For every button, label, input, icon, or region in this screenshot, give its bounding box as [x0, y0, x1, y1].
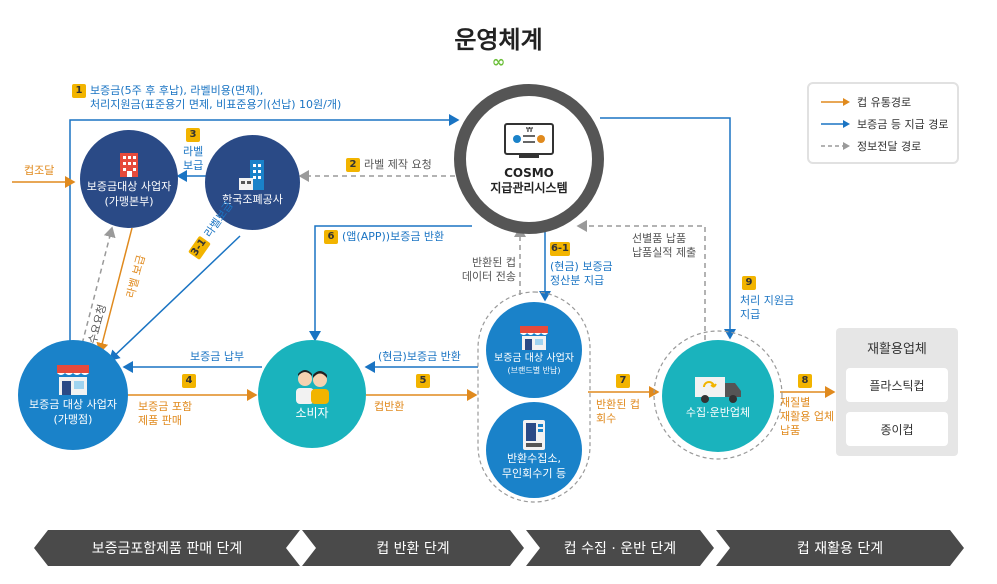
hauler-label: 수집·운반업체 — [685, 405, 751, 419]
hq-label: 보증금대상 사업자 — [86, 180, 172, 193]
step-1-text-line1: 보증금(5주 후 후납), 라벨비용(면제), — [90, 84, 264, 97]
step-6-1-text-line2: 정산분 지급 — [550, 274, 605, 287]
brand-store-node: 보증금 대상 사업자 (브랜드별 반납) — [486, 302, 582, 398]
brand-store-label: 보증금 대상 사업자 — [494, 353, 574, 364]
step-2-badge: 2 — [346, 158, 360, 172]
page-title: 운영체계 — [454, 26, 543, 54]
legend-item-payment-route: 보증금 등 지급 경로 — [821, 116, 948, 132]
step-6-1-text-line1: (현금) 보증금 — [550, 260, 613, 273]
step-6-1-badge: 6-1 — [550, 242, 570, 256]
legend-item-info-route: 정보전달 경로 — [821, 138, 921, 154]
truck-icon — [695, 376, 741, 403]
step-8-text-line3: 납품 — [780, 424, 801, 437]
gray-dashed-arrow-icon — [821, 142, 850, 150]
step-9-text-line2: 지급 — [740, 308, 761, 321]
collection-point-sublabel: 무인회수기 등 — [501, 467, 567, 480]
collection-point-node: 반환수집소, 무인회수기 등 — [486, 402, 582, 498]
cosmo-title: COSMO — [504, 166, 554, 180]
store-awning-icon — [520, 326, 548, 350]
infinity-icon: ∞ — [491, 52, 506, 71]
stage-collection: 컵 수집 · 운반 단계 — [526, 530, 714, 566]
step-4-text-line2: 제품 판매 — [138, 414, 182, 427]
cosmo-system-node: ₩ COSMO 지급관리시스템 — [454, 84, 604, 234]
consumer-node: 소비자 — [258, 340, 366, 448]
sorted-delivery-line1: 선별품 납품 — [632, 232, 687, 245]
mint-building-icon — [238, 160, 264, 190]
hauler-node: 수집·운반업체 — [662, 340, 774, 452]
consumer-label: 소비자 — [295, 405, 329, 420]
step-3-text-line1: 라벨 — [183, 145, 204, 158]
cosmo-subtitle: 지급관리시스템 — [490, 181, 568, 195]
legend-item-cup-route: 컵 유통경로 — [821, 94, 911, 110]
step-7-text-line1: 반환된 컵 — [596, 398, 640, 411]
step-1-badge: 1 — [72, 84, 86, 98]
sorted-delivery-line2: 납품실적 제출 — [632, 246, 697, 259]
svg-text:₩: ₩ — [526, 126, 533, 134]
blue-arrow-icon — [821, 120, 850, 128]
recycler-item-paper: 종이컵 — [846, 412, 948, 446]
hq-sublabel: (가맹본부) — [104, 195, 154, 208]
monitor-exchange-icon: ₩ — [504, 123, 554, 158]
step-6-text: (앱(APP))보증금 반환 — [342, 230, 445, 243]
stage-recycling: 컵 재활용 단계 — [716, 530, 964, 566]
hq-business-node: 보증금대상 사업자 (가맹본부) — [80, 130, 178, 228]
franchise-store-node: 보증금 대상 사업자 (가맹점) — [18, 340, 128, 450]
brand-store-sublabel: (브랜드별 반납) — [507, 366, 561, 375]
returned-cup-data-line2: 데이터 전송 — [461, 270, 516, 283]
building-icon — [120, 153, 138, 177]
storefront-icon — [57, 365, 89, 395]
stage-return: 컵 반환 단계 — [302, 530, 524, 566]
franchise-label: 보증금 대상 사업자 — [29, 398, 117, 411]
cup-supply-label: 컵조달 — [24, 164, 55, 177]
legend-label: 컵 유통경로 — [857, 96, 912, 109]
legend: 컵 유통경로 보증금 등 지급 경로 정보전달 경로 — [807, 82, 959, 164]
recycler-title: 재활용업체 — [867, 342, 927, 357]
step-4-badge: 4 — [182, 374, 196, 388]
step-7-badge: 7 — [616, 374, 630, 388]
step-5-text: 컵반환 — [374, 400, 405, 413]
orange-arrow-icon — [821, 98, 850, 106]
step-3-text-line2: 보급 — [183, 159, 204, 172]
cash-deposit-return-label: (현금)보증금 반환 — [378, 350, 461, 363]
step-6-badge: 6 — [324, 230, 338, 244]
step-7-text-line2: 회수 — [596, 412, 617, 425]
step-2-text: 라벨 제작 요청 — [364, 158, 432, 171]
returned-cup-data-line1: 반환된 컵 — [472, 256, 516, 269]
deposit-payment-label: 보증금 납부 — [190, 350, 245, 363]
step-9-badge: 9 — [742, 276, 756, 290]
franchise-sublabel: (가맹점) — [53, 413, 93, 426]
step-8-text-line2: 재활용 업체 — [780, 410, 835, 423]
step-5-badge: 5 — [416, 374, 430, 388]
vending-machine-icon — [523, 420, 545, 450]
mint-label: 한국조폐공사 — [222, 193, 283, 206]
legend-label: 정보전달 경로 — [857, 140, 922, 153]
mint-node: 한국조폐공사 — [205, 135, 300, 230]
step-1-text-line2: 처리지원금(표준용기 면제, 비표준용기(선납) 10원/개) — [90, 98, 342, 111]
people-icon — [296, 369, 329, 404]
collection-point-label: 반환수집소, — [506, 452, 562, 465]
recycler-item-plastic: 플라스틱컵 — [846, 368, 948, 402]
step-4-text-line1: 보증금 포함 — [138, 400, 193, 413]
recycler-box: 재활용업체 플라스틱컵 종이컵 — [836, 328, 958, 456]
step-3-badge: 3 — [186, 128, 200, 142]
step-9-text-line1: 처리 지원금 — [740, 294, 795, 307]
step-8-text-line1: 재질별 — [780, 396, 811, 409]
step-8-badge: 8 — [798, 374, 812, 388]
legend-label: 보증금 등 지급 경로 — [857, 118, 949, 131]
stage-sales: 보증금포함제품 판매 단계 — [34, 530, 300, 566]
